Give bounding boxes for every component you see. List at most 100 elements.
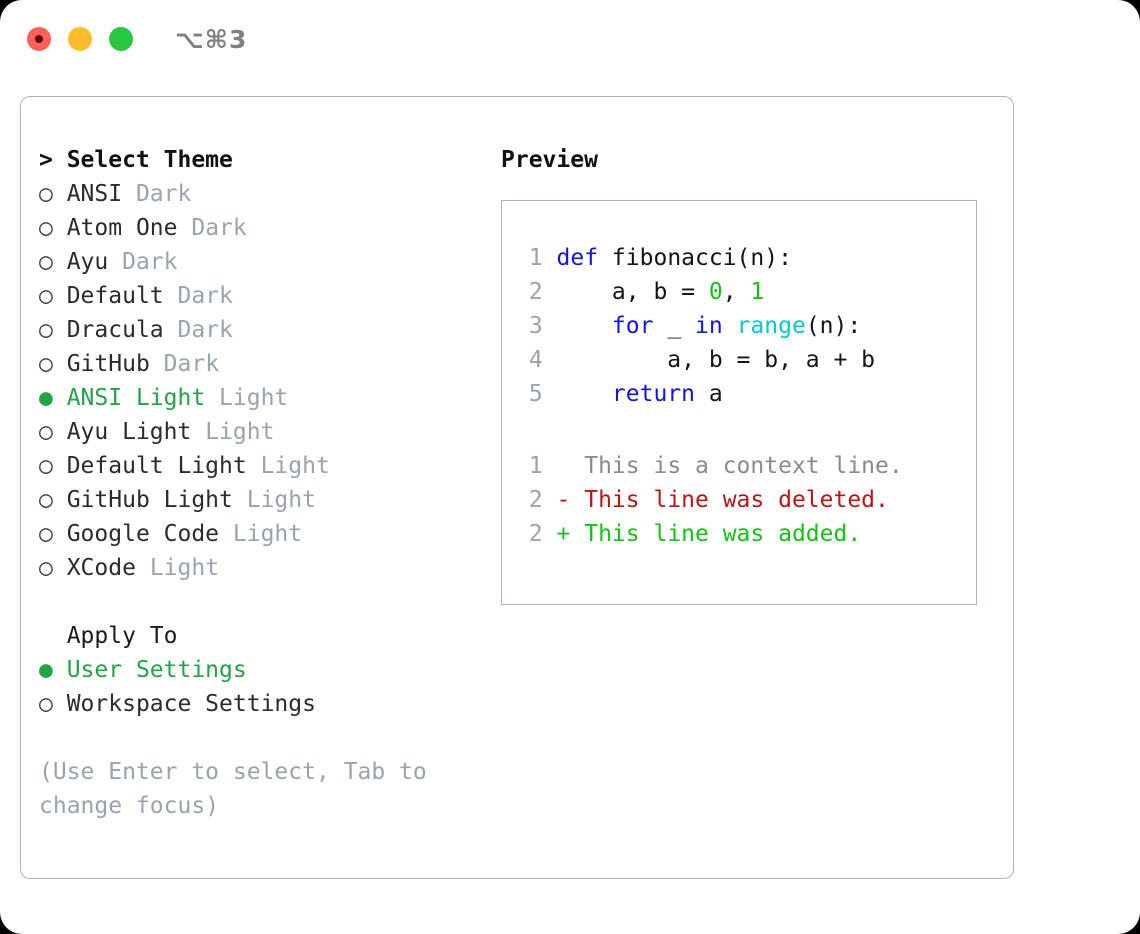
preview-pane: Preview 1 def fibonacci(n):2 a, b = 0, 1… (501, 143, 1001, 605)
code-token: a, b = (556, 279, 709, 305)
keyboard-hint-text: (Use Enter to select, Tab to change focu… (39, 759, 441, 819)
radio-unselected-icon: ○ (39, 215, 53, 241)
diff-line: 1 This is a context line. (515, 449, 965, 483)
gutter-gap (543, 449, 557, 483)
row-gap (164, 283, 178, 309)
maximize-button[interactable] (109, 27, 133, 51)
radio-unselected-icon: ○ (39, 249, 53, 275)
apply-to-option[interactable]: ● User Settings (39, 653, 479, 687)
code-line: 5 return a (515, 377, 965, 411)
code-token: a (695, 381, 723, 407)
code-token: , (722, 279, 751, 305)
keyboard-shortcut-label: ⌥⌘3 (175, 24, 248, 54)
code-token (557, 381, 612, 407)
theme-kind-label: Dark (177, 317, 233, 343)
line-number: 1 (528, 245, 543, 271)
theme-list[interactable]: ○ ANSI Dark○ Atom One Dark○ Ayu Dark○ De… (39, 177, 479, 585)
radio-unselected-icon: ○ (39, 419, 53, 445)
diff-line: 2 - This line was deleted. (515, 483, 965, 517)
diff-text: This line was deleted. (570, 487, 889, 513)
apply-to-option[interactable]: ○ Workspace Settings (39, 687, 479, 721)
row-gap (53, 215, 67, 241)
theme-list-item[interactable]: ○ GitHub Light Light (39, 483, 479, 517)
minimize-button[interactable] (68, 27, 92, 51)
code-line: 4 a, b = b, a + b (515, 343, 965, 377)
theme-list-item[interactable]: ○ Default Light Light (39, 449, 479, 483)
theme-list-item[interactable]: ○ Atom One Dark (39, 211, 479, 245)
diff-marker (557, 453, 571, 479)
theme-name-label: Atom One (66, 215, 178, 241)
row-gap (53, 181, 67, 207)
row-gap (53, 419, 67, 445)
row-gap (53, 249, 67, 275)
traffic-light-group (27, 27, 133, 51)
diff-marker: - (556, 487, 571, 513)
radio-unselected-icon: ○ (39, 453, 53, 479)
theme-list-item[interactable]: ● ANSI Light Light (39, 381, 479, 415)
row-gap (53, 657, 67, 683)
code-token: fibonacci(n): (598, 245, 792, 271)
theme-list-item[interactable]: ○ ANSI Dark (39, 177, 479, 211)
gutter-gap (543, 517, 557, 551)
row-gap (205, 385, 219, 411)
code-token: for (611, 313, 654, 339)
theme-selector-pane: > Select Theme ○ ANSI Dark○ Atom One Dar… (39, 143, 479, 823)
line-number: 4 (528, 347, 543, 373)
gutter-gap (543, 343, 557, 377)
row-gap (53, 351, 67, 377)
radio-unselected-icon: ○ (39, 521, 53, 547)
row-gap (108, 249, 122, 275)
window-titlebar: ⌥⌘3 (0, 0, 1140, 78)
line-number: 2 (528, 279, 543, 305)
row-gap (53, 317, 67, 343)
row-gap (164, 317, 178, 343)
code-token: (n): (805, 313, 862, 339)
theme-name-label: ANSI Light (66, 385, 206, 411)
apply-to-label: User Settings (66, 657, 247, 683)
radio-unselected-icon: ○ (39, 317, 53, 343)
code-token: range (736, 313, 806, 339)
row-gap (53, 487, 67, 513)
theme-name-label: Dracula (66, 317, 164, 343)
theme-name-label: Google Code (66, 521, 220, 547)
row-gap (53, 283, 67, 309)
theme-list-item[interactable]: ○ Ayu Dark (39, 245, 479, 279)
theme-name-label: GitHub Light (66, 487, 233, 513)
radio-unselected-icon: ○ (39, 283, 53, 309)
theme-name-label: GitHub (66, 351, 150, 377)
theme-name-label: XCode (66, 555, 136, 581)
diff-text: This line was added. (570, 521, 862, 547)
code-token (723, 313, 737, 339)
code-token: 0 (708, 279, 723, 305)
close-button[interactable] (27, 27, 51, 51)
theme-list-item[interactable]: ○ Default Dark (39, 279, 479, 313)
gutter-gap (543, 241, 557, 275)
code-token: _ (653, 313, 696, 339)
theme-name-label: ANSI (66, 181, 123, 207)
theme-kind-label: Dark (122, 249, 178, 275)
row-gap (191, 419, 205, 445)
theme-kind-label: Dark (191, 215, 247, 241)
row-gap (53, 555, 67, 581)
columns-layout: > Select Theme ○ ANSI Dark○ Atom One Dar… (21, 97, 1013, 878)
radio-selected-icon: ● (39, 657, 53, 683)
diff-line: 2 + This line was added. (515, 517, 965, 551)
code-line: 2 a, b = 0, 1 (515, 275, 965, 309)
theme-kind-label: Light (219, 385, 289, 411)
theme-name-label: Ayu (66, 249, 109, 275)
code-token: 1 (750, 279, 765, 305)
theme-list-item[interactable]: ○ Ayu Light Light (39, 415, 479, 449)
theme-list-item[interactable]: ○ Dracula Dark (39, 313, 479, 347)
gutter-gap (543, 483, 557, 517)
theme-list-item[interactable]: ○ Google Code Light (39, 517, 479, 551)
theme-kind-label: Light (149, 555, 220, 581)
theme-list-item[interactable]: ○ XCode Light (39, 551, 479, 585)
apply-to-list[interactable]: ● User Settings○ Workspace Settings (39, 653, 479, 721)
select-theme-heading: > Select Theme (39, 147, 233, 173)
line-number: 5 (528, 381, 543, 407)
gutter-gap (543, 275, 557, 309)
theme-list-item[interactable]: ○ GitHub Dark (39, 347, 479, 381)
content-frame: > Select Theme ○ ANSI Dark○ Atom One Dar… (20, 96, 1014, 879)
preview-heading: Preview (501, 147, 598, 173)
